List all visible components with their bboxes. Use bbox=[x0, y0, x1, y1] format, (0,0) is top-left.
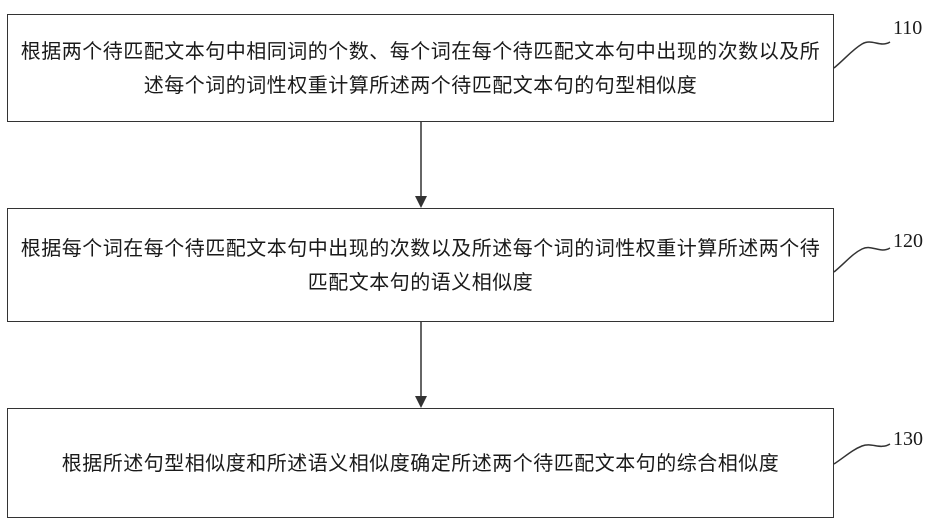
step-label-120: 120 bbox=[893, 230, 923, 253]
step-text-110: 根据两个待匹配文本句中相同词的个数、每个词在每个待匹配文本句中出现的次数以及所述… bbox=[16, 34, 825, 102]
step-box-130: 根据所述句型相似度和所述语义相似度确定所述两个待匹配文本句的综合相似度 bbox=[7, 408, 834, 518]
leader-line-130 bbox=[834, 444, 890, 464]
step-box-120: 根据每个词在每个待匹配文本句中出现的次数以及所述每个词的词性权重计算所述两个待匹… bbox=[7, 208, 834, 322]
step-label-130: 130 bbox=[893, 428, 923, 451]
leader-line-110 bbox=[834, 42, 890, 68]
step-text-120: 根据每个词在每个待匹配文本句中出现的次数以及所述每个词的词性权重计算所述两个待匹… bbox=[16, 231, 825, 299]
step-label-110: 110 bbox=[893, 17, 922, 40]
leader-line-120 bbox=[834, 248, 890, 272]
step-text-130: 根据所述句型相似度和所述语义相似度确定所述两个待匹配文本句的综合相似度 bbox=[62, 446, 780, 480]
step-box-110: 根据两个待匹配文本句中相同词的个数、每个词在每个待匹配文本句中出现的次数以及所述… bbox=[7, 14, 834, 122]
